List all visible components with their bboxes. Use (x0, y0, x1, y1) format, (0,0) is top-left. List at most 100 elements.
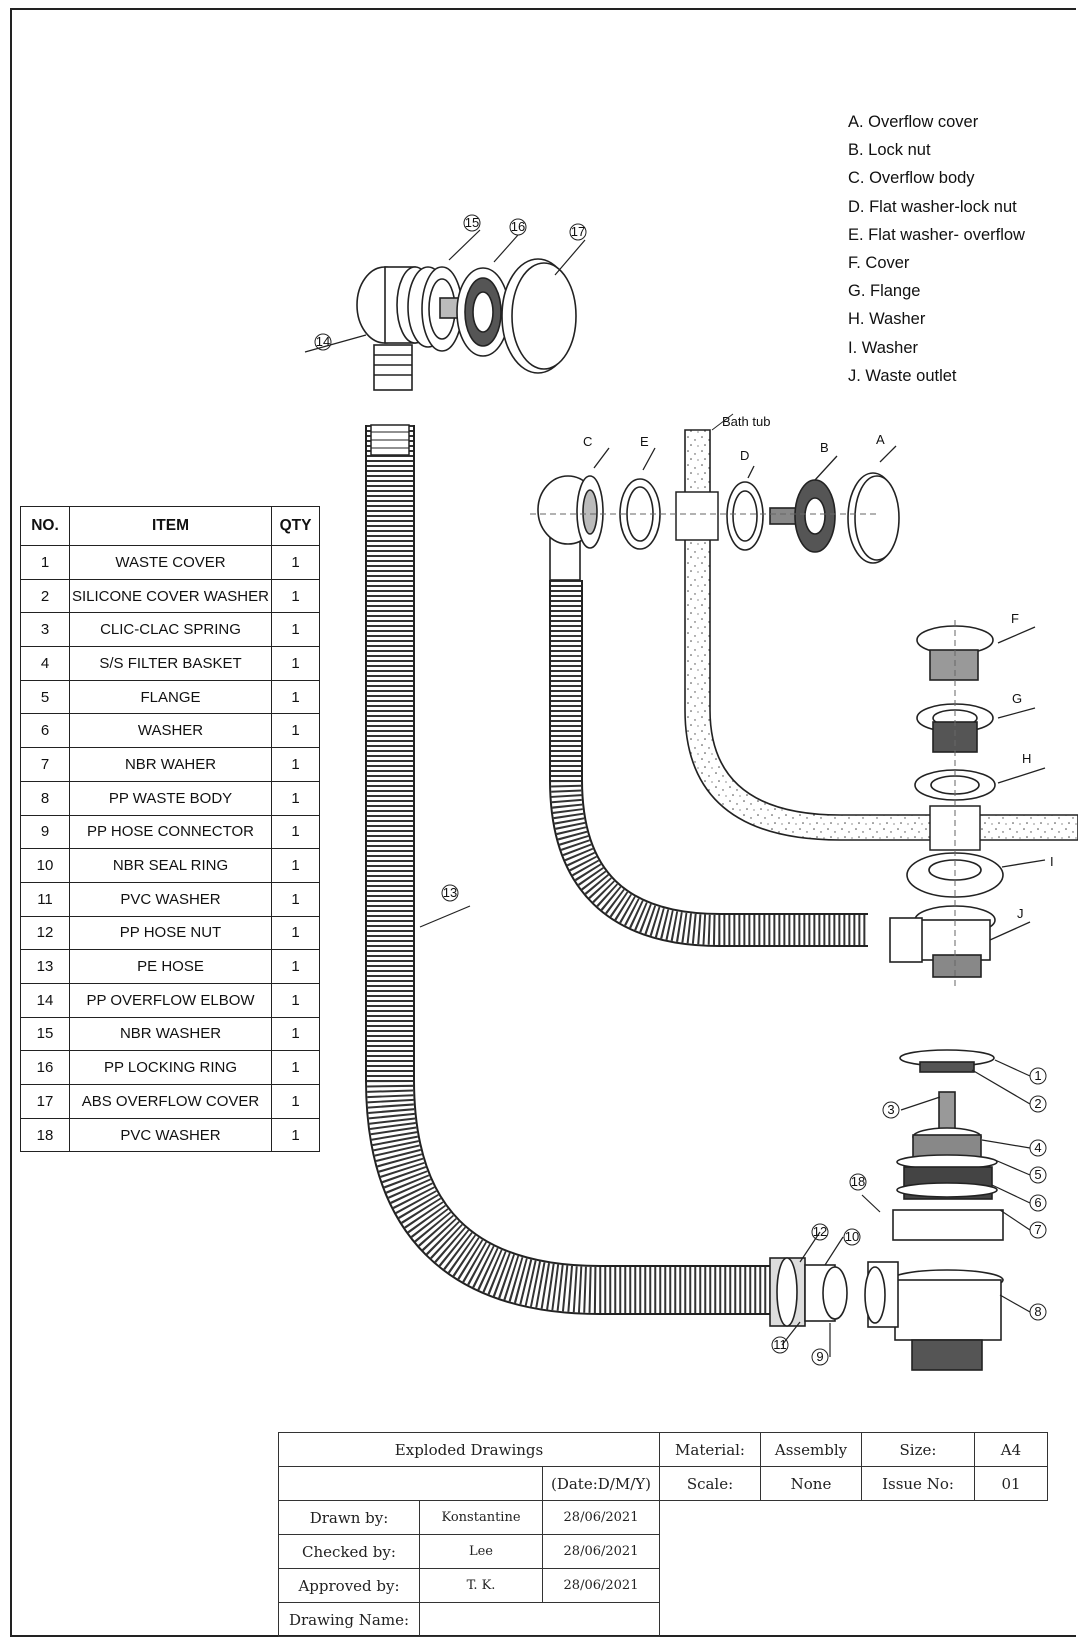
pe-hose (365, 424, 775, 1315)
row-item: PP WASTE BODY (69, 780, 272, 816)
row-no: 7 (20, 747, 70, 782)
row-item: NBR WAHER (69, 747, 272, 782)
legend-item: A. Overflow cover (848, 113, 979, 131)
title-block: Exploded Drawings Material: Assembly Siz… (278, 1432, 1048, 1637)
callout-c: C (583, 434, 592, 449)
row-item: SILICONE COVER WASHER (69, 578, 272, 614)
waste-stack-numbered (864, 1049, 1004, 1371)
svg-text:16: 16 (511, 219, 525, 234)
blank-cell (278, 1466, 543, 1501)
letter-callout-labels: C E D B A F G H I J (583, 432, 1054, 921)
row-item: PVC WASHER (69, 881, 272, 917)
row-no: 10 (20, 848, 70, 883)
callout-11: 11 (771, 1336, 789, 1354)
row-no: 15 (20, 1016, 70, 1052)
row-qty: 1 (271, 915, 320, 951)
row-item: FLANGE (69, 679, 272, 715)
row-qty: 1 (271, 982, 320, 1018)
svg-text:6: 6 (1034, 1195, 1041, 1210)
callout-1: 1 (1029, 1067, 1047, 1085)
svg-text:5: 5 (1034, 1167, 1041, 1182)
overflow-hose (549, 580, 868, 947)
checked-label: Checked by: (278, 1534, 420, 1569)
row-item: WASTE COVER (69, 545, 272, 580)
row-no: 11 (20, 881, 70, 917)
row-qty: 1 (271, 881, 320, 917)
row-no: 9 (20, 814, 70, 850)
svg-text:18: 18 (851, 1174, 865, 1189)
row-qty: 1 (271, 780, 320, 816)
checked-name: Lee (419, 1534, 543, 1569)
legend-item: C. Overflow body (848, 169, 975, 188)
header-item: ITEM (69, 506, 272, 546)
row-qty: 1 (271, 848, 320, 883)
callout-12: 12 (811, 1223, 829, 1241)
callout-3: 3 (882, 1101, 900, 1119)
row-no: 5 (20, 679, 70, 715)
row-qty: 1 (271, 747, 320, 782)
callout-18: 18 (849, 1173, 867, 1191)
svg-text:14: 14 (316, 334, 330, 349)
row-no: 1 (20, 545, 70, 580)
svg-text:15: 15 (465, 215, 479, 230)
overflow-components (530, 472, 900, 581)
letter-callouts (593, 445, 1046, 941)
row-item: NBR WASHER (69, 1016, 272, 1052)
checked-date: 28/06/2021 (542, 1534, 660, 1569)
size-value: A4 (974, 1432, 1048, 1467)
legend-item: D. Flat washer-lock nut (848, 197, 1017, 216)
material-label: Material: (659, 1432, 761, 1467)
callout-8: 8 (1029, 1303, 1047, 1321)
callout-a: A (876, 432, 885, 447)
svg-text:8: 8 (1034, 1304, 1041, 1319)
row-no: 16 (20, 1050, 70, 1085)
row-item: PP LOCKING RING (69, 1050, 272, 1085)
row-qty: 1 (271, 646, 320, 681)
svg-text:3: 3 (887, 1102, 894, 1117)
callout-7: 7 (1029, 1221, 1047, 1239)
row-qty: 1 (271, 545, 320, 580)
number-callout-leaders (304, 229, 1031, 1357)
scale-value: None (760, 1466, 862, 1501)
callout-5: 5 (1029, 1166, 1047, 1184)
callout-i: I (1050, 854, 1054, 869)
drawn-date: 28/06/2021 (542, 1500, 660, 1535)
row-qty: 1 (271, 679, 320, 715)
drawing-name-value (419, 1602, 660, 1637)
parts-table-header: NO. ITEM QTY (20, 506, 320, 546)
row-item: S/S FILTER BASKET (69, 646, 272, 681)
row-no: 13 (20, 949, 70, 984)
legend-item: E. Flat washer- overflow (848, 225, 1025, 244)
callout-j: J (1017, 906, 1024, 921)
issue-label: Issue No: (861, 1466, 975, 1501)
row-item: ABS OVERFLOW COVER (69, 1084, 272, 1119)
svg-text:11: 11 (773, 1337, 787, 1352)
row-qty: 1 (271, 1050, 320, 1085)
svg-text:1: 1 (1034, 1068, 1041, 1083)
callout-16: 16 (509, 218, 527, 236)
drawn-name: Konstantine (419, 1500, 543, 1535)
row-qty: 1 (271, 612, 320, 648)
row-item: PE HOSE (69, 949, 272, 984)
svg-text:9: 9 (816, 1349, 823, 1364)
row-item: CLIC-CLAC SPRING (69, 612, 272, 648)
row-qty: 1 (271, 1016, 320, 1052)
legend-item: G. Flange (848, 282, 921, 301)
callout-10: 10 (843, 1228, 861, 1246)
